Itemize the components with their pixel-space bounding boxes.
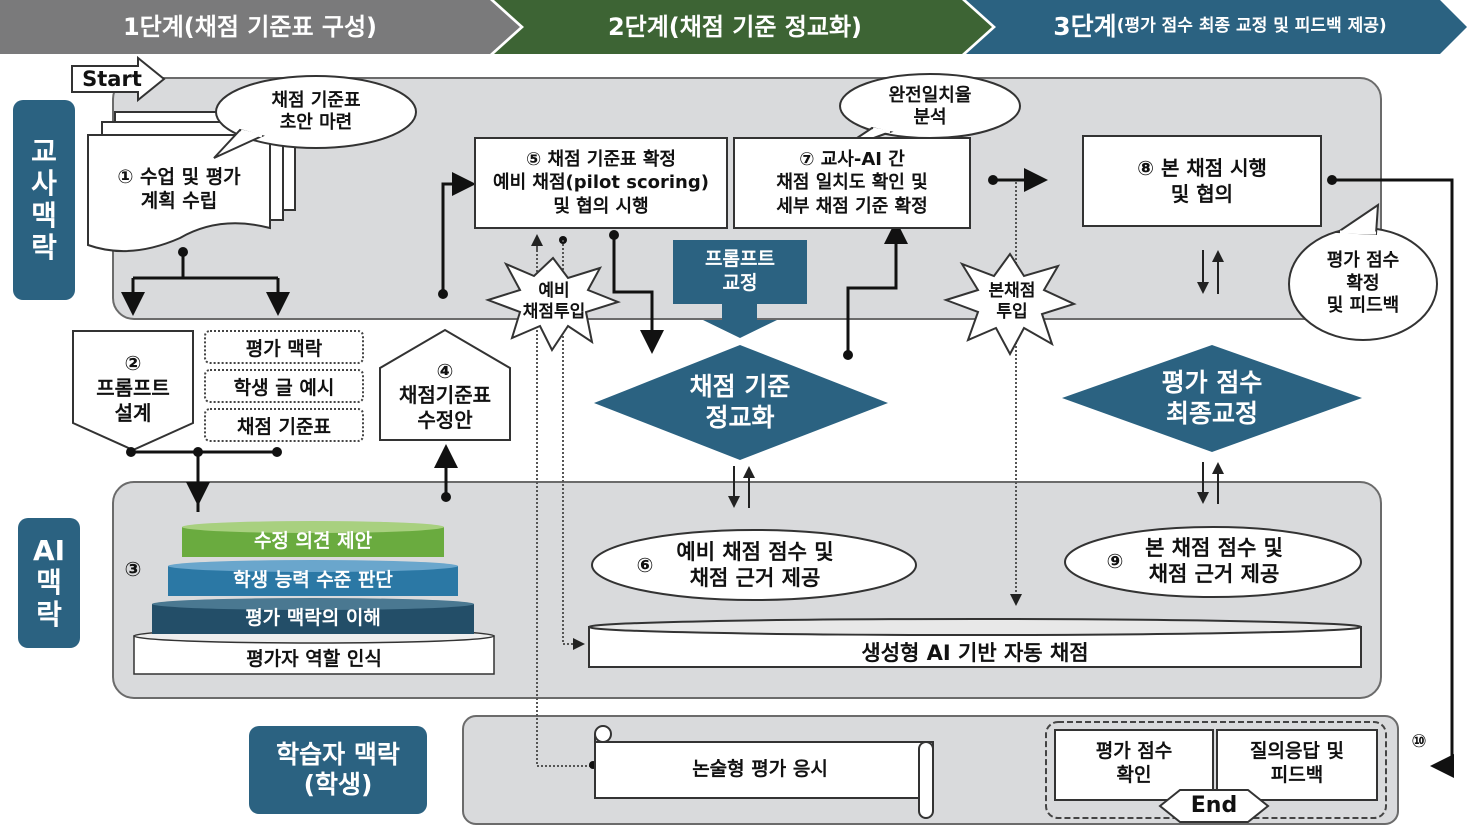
step10-number: ⑩	[1411, 730, 1427, 752]
ai-layer-context: 평가 맥락의 이해	[245, 607, 381, 630]
start-arrow	[71, 55, 166, 103]
calibrate-diamond-text: 채점 기준 정교화	[689, 371, 791, 432]
final-callout	[1288, 203, 1438, 341]
final-diamond	[1062, 345, 1362, 452]
prompt-item-sample: 학생 글 예시	[204, 369, 364, 403]
step6-number: ⑥	[636, 552, 654, 577]
phase-header	[0, 0, 1467, 54]
qa-feedback-text: 질의응답 및 피드백	[1249, 740, 1344, 786]
step7-box: ⑦ 교사-AI 간 채점 일치도 확인 및 세부 채점 기준 확정	[733, 137, 971, 229]
draft-callout	[213, 75, 417, 159]
step3-number: ③	[124, 556, 142, 581]
step6-text: 예비 채점 점수 및 채점 근거 제공	[676, 539, 834, 590]
phase-3-chevron	[966, 0, 1467, 54]
ai-layer-suggest: 수정 의견 제안	[253, 530, 373, 553]
ai-layer-role: 평가자 역할 인식	[246, 648, 382, 671]
learner-context-label: 학습자 맥락 (학생)	[249, 726, 427, 814]
pilot-burst-text: 예비 채점투입	[522, 280, 586, 322]
phase-1-label: 1단계(채점 기준표 구성)	[122, 13, 378, 41]
step2-text: 프롬프트 설계	[96, 376, 170, 425]
step4-text: 채점기준표 수정안	[399, 383, 491, 432]
phase-3-label: 3단계(평가 점수 최종 교정 및 피드백 제공)	[995, 0, 1445, 54]
phase-1-chevron	[0, 0, 520, 54]
document-stack-icon	[87, 111, 296, 253]
teacher-context-label: 교 사 맥 락	[13, 100, 75, 300]
main-burst-text: 본채점 투입	[988, 280, 1036, 322]
agreement-callout-text: 완전일치율 분석	[888, 84, 972, 129]
ai-layer-level: 학생 능력 수준 판단	[233, 569, 393, 592]
ai-layer-stack	[133, 521, 495, 675]
final-callout-text: 평가 점수 확정 및 피드백	[1326, 250, 1400, 317]
prompt-fix-block	[673, 240, 807, 304]
step4-shape	[379, 328, 511, 441]
start-label: Start	[82, 66, 142, 91]
phase-3-sub: (평가 점수 최종 교정 및 피드백 제공)	[1116, 16, 1387, 37]
prompt-fix-text: 프롬프트 교정	[705, 248, 775, 294]
final-diamond-text: 평가 점수 최종교정	[1161, 367, 1263, 428]
calibrate-diamond	[594, 345, 888, 460]
ai-engine-text: 생성형 AI 기반 자동 채점	[861, 640, 1089, 665]
step9-number: ⑨	[1106, 548, 1124, 573]
step4-number: ④	[436, 358, 454, 383]
prompt-item-rubric: 채점 기준표	[204, 408, 364, 442]
draft-callout-text: 채점 기준표 초안 마련	[271, 89, 361, 134]
end-label: End	[1190, 793, 1238, 819]
ai-context-label: AI 맥 락	[18, 518, 80, 648]
step5-box: ⑤ 채점 기준표 확정 예비 채점(pilot scoring) 및 협의 시행	[474, 137, 728, 229]
main-burst	[942, 252, 1077, 357]
step6-ellipse	[591, 529, 917, 601]
step8-box: ⑧ 본 채점 시행 및 협의	[1082, 135, 1322, 227]
ai-engine-cylinder	[588, 618, 1362, 668]
phase-3-main: 3단계	[1053, 12, 1117, 42]
phase-2-label: 2단계(채점 기준 정교화)	[607, 13, 863, 41]
end-hexagon	[1158, 789, 1270, 823]
step1-text: ① 수업 및 평가 계획 수립	[117, 166, 241, 212]
step9-ellipse	[1064, 526, 1362, 598]
prompt-item-context: 평가 맥락	[204, 330, 364, 364]
end-group-border	[1045, 721, 1387, 819]
essay-text: 논술형 평가 응시	[692, 758, 828, 781]
essay-scroll-icon	[594, 725, 934, 819]
phase-2-chevron	[494, 0, 992, 54]
step2-shape	[72, 330, 194, 452]
step2-number: ②	[124, 350, 142, 375]
step9-text: 본 채점 점수 및 채점 근거 제공	[1145, 535, 1283, 586]
pilot-burst	[484, 256, 621, 352]
score-check-text: 평가 점수 확인	[1095, 740, 1173, 786]
